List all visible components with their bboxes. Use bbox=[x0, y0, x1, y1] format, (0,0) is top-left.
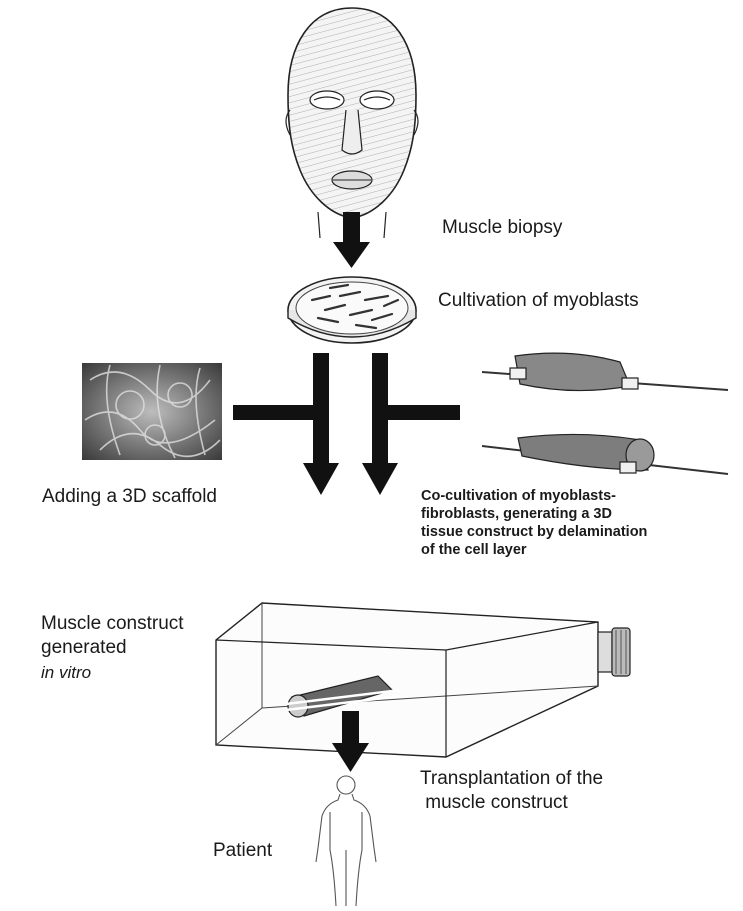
human-body-icon bbox=[315, 775, 377, 907]
label-adding-scaffold: Adding a 3D scaffold bbox=[42, 486, 217, 507]
cocultivation-line: fibroblasts, generating a 3D bbox=[421, 506, 612, 522]
transplant-line: muscle construct bbox=[420, 792, 568, 813]
culture-flask-icon bbox=[215, 602, 631, 758]
cocultivation-line: of the cell layer bbox=[421, 542, 527, 558]
label-patient: Patient bbox=[213, 840, 273, 861]
arrow-transplant-down bbox=[332, 711, 369, 772]
construct-line: generated bbox=[41, 637, 127, 658]
cocultivation-line: tissue construct by delamination bbox=[421, 524, 648, 540]
arrow-scaffold-path bbox=[233, 353, 339, 495]
label-muscle-biopsy: Muscle biopsy bbox=[442, 217, 563, 238]
construct-line: Muscle construct bbox=[41, 613, 184, 634]
transplant-line: Transplantation of the bbox=[420, 768, 604, 789]
face-muscle-anatomy-icon bbox=[285, 7, 419, 239]
arrow-coculture-path bbox=[362, 353, 460, 495]
arrow-biopsy-down bbox=[333, 212, 370, 268]
cocultivation-line: Co-cultivation of myoblasts- bbox=[421, 488, 616, 504]
label-cultivation: Cultivation of myoblasts bbox=[438, 290, 639, 311]
petri-dish-icon bbox=[287, 276, 417, 344]
cell-sheet-icon bbox=[481, 352, 729, 475]
construct-italic: in vitro bbox=[41, 663, 92, 682]
scaffold-micrograph-icon bbox=[82, 363, 222, 460]
